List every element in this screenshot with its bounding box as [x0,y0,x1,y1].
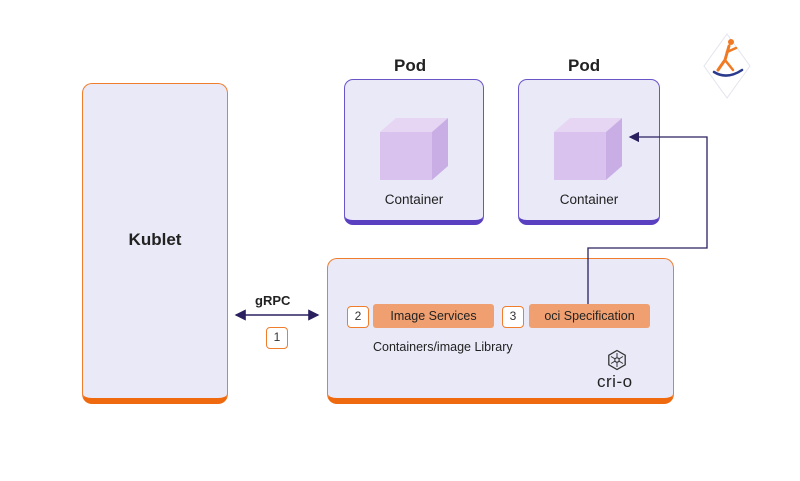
step-1-badge: 1 [266,327,288,349]
pod-box: Container [518,79,660,225]
container-label: Container [559,192,619,207]
container-label: Container [384,192,444,207]
container-cube-icon [380,118,448,180]
grpc-label: gRPC [255,293,291,308]
crio-brand-text: cri-o [597,372,633,391]
oci-to-container-arrow [587,131,708,304]
container-cube-icon [554,118,622,180]
library-label: Containers/image Library [373,340,513,354]
crio-logo-icon [608,349,626,371]
pod-title: Pod [394,56,427,75]
kubelet-label: Kublet [128,230,182,249]
step-2-badge: 2 [347,306,369,328]
pod-title: Pod [568,56,601,75]
crio-runtime-box [327,258,674,404]
step-3-badge: 3 [502,306,524,328]
kubelet-box: Kublet [82,83,228,404]
image-services-pill: Image Services [373,304,494,328]
pod-box: Container [344,79,484,225]
brand-logo-icon [703,33,751,99]
oci-specification-pill: oci Specification [529,304,650,328]
